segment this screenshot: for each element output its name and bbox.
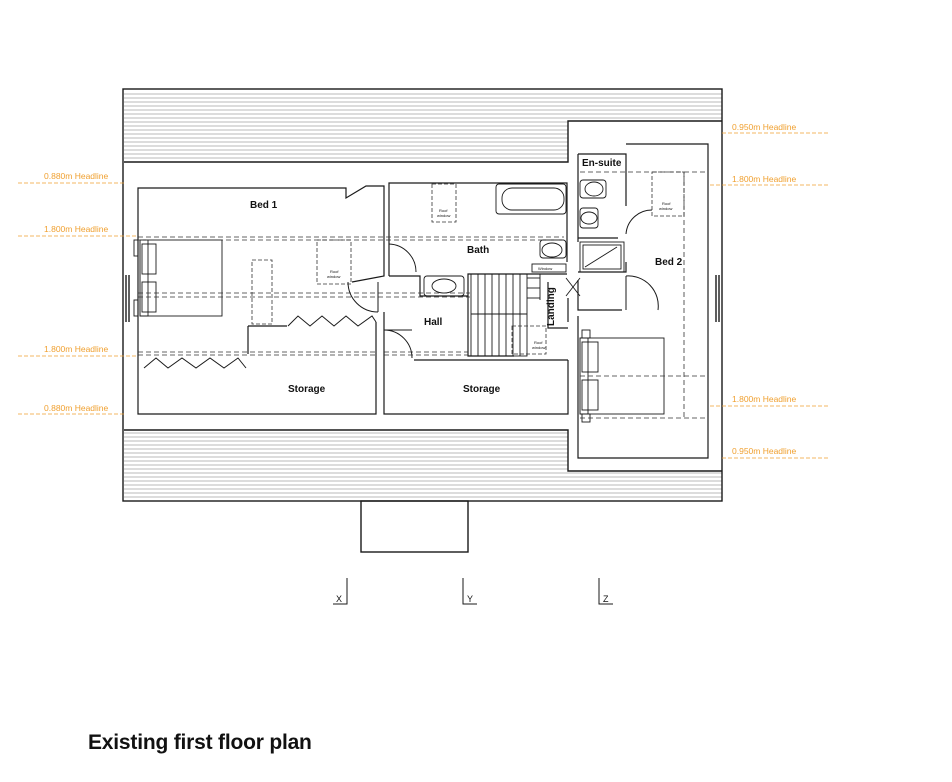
- headline-left-top: 0.880m Headline: [44, 171, 109, 181]
- door-swings: [347, 209, 659, 359]
- room-label-bed1: Bed 1: [250, 200, 278, 211]
- room-label-bath: Bath: [467, 245, 489, 256]
- fixtures: [133, 179, 665, 423]
- outer-walls: [122, 88, 723, 553]
- roof-window-label-bath-1: Roof: [439, 208, 448, 213]
- roof-window-label-landing-1: Roof: [534, 340, 543, 345]
- staircase: [470, 263, 581, 357]
- wardrobe-doors: [143, 315, 377, 369]
- window-label: Window: [538, 266, 552, 271]
- headline-left-mid-bottom: 1.800m Headline: [44, 344, 109, 354]
- roof-hatching: [124, 93, 722, 498]
- room-label-landing: Landing: [546, 287, 557, 326]
- roof-window-label-bed1-2: window: [327, 274, 340, 279]
- room-label-bed2: Bed 2: [655, 257, 683, 268]
- headline-leaders: [18, 132, 830, 459]
- room-label-storage-left: Storage: [288, 384, 326, 395]
- headline-guides: [138, 171, 708, 419]
- room-label-hall: Hall: [424, 317, 443, 328]
- drawing-title: Existing first floor plan: [88, 731, 312, 754]
- section-marker-z: Z: [603, 594, 609, 604]
- roof-window-label-landing-2: window: [532, 345, 545, 350]
- headline-left-bottom: 0.880m Headline: [44, 403, 109, 413]
- roof-window-label-bed1-1: Roof: [330, 269, 339, 274]
- headline-left-mid-top: 1.800m Headline: [44, 224, 109, 234]
- room-label-storage-right: Storage: [463, 384, 501, 395]
- roof-window-label-ensuite-2: window: [659, 206, 672, 211]
- section-marker-y: Y: [467, 594, 473, 604]
- room-label-ensuite: En-suite: [582, 158, 622, 169]
- internal-walls: [137, 143, 709, 459]
- roof-window-label-ensuite-1: Roof: [662, 201, 671, 206]
- headline-right-top: 0.950m Headline: [732, 122, 797, 132]
- headline-right-mid-bottom: 1.800m Headline: [732, 394, 797, 404]
- section-markers: [333, 578, 613, 605]
- headline-right-mid-top: 1.800m Headline: [732, 174, 797, 184]
- section-marker-x: X: [336, 594, 342, 604]
- headline-right-bottom: 0.950m Headline: [732, 446, 797, 456]
- roof-window-label-bath-2: window: [437, 213, 450, 218]
